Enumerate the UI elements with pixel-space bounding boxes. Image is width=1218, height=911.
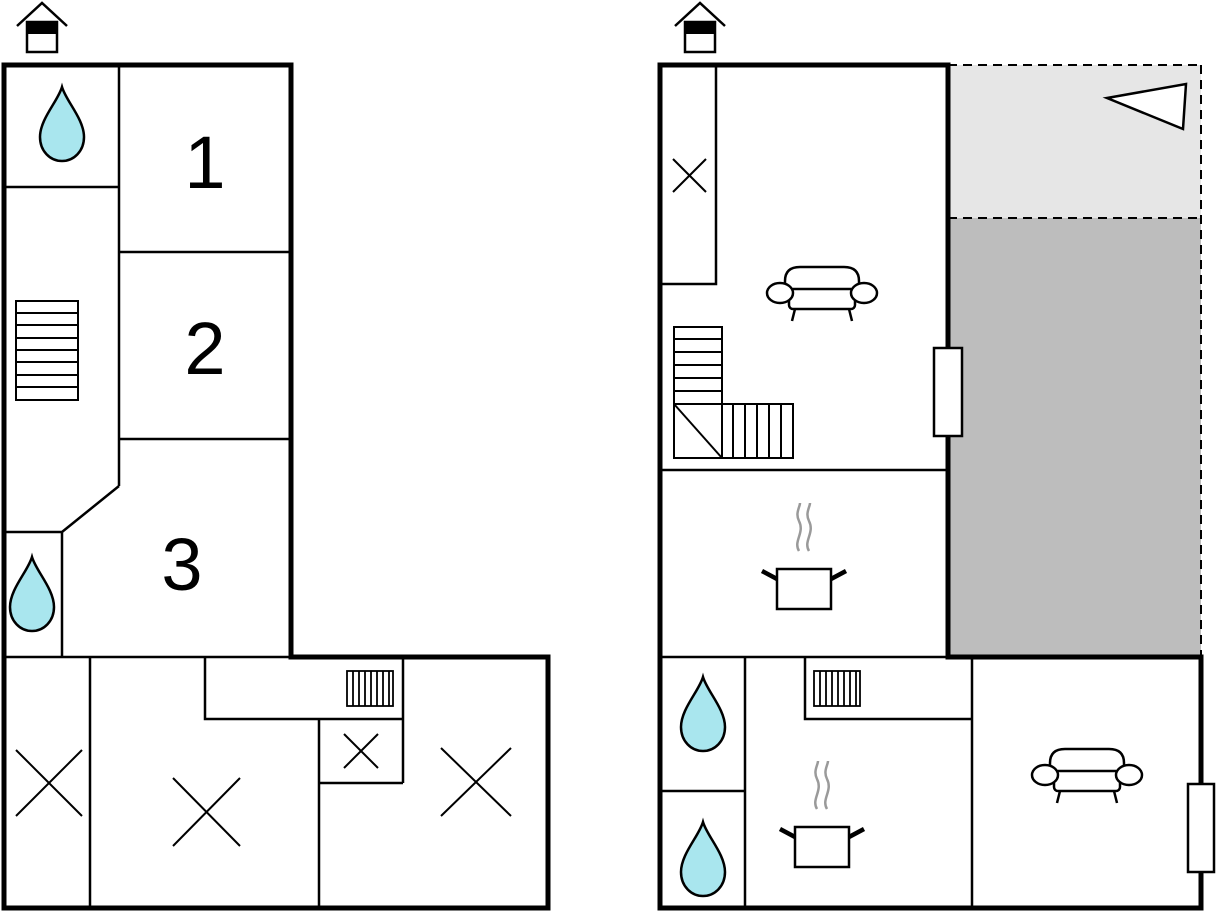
sofa-icon xyxy=(765,265,879,323)
outer-wall-left xyxy=(1,62,551,911)
water-drop-icon xyxy=(8,555,56,633)
cooking-pot-icon xyxy=(762,503,846,609)
stairs-icon xyxy=(15,300,79,401)
stairs-icon xyxy=(673,326,794,459)
right-floor-plan xyxy=(657,1,1216,911)
room-number: 2 xyxy=(184,307,225,390)
north-arrow-icon xyxy=(1102,82,1188,131)
window-icon xyxy=(932,346,964,438)
interior-walls-right xyxy=(660,65,974,908)
water-drop-icon xyxy=(38,85,86,163)
water-drop-icon xyxy=(679,675,727,753)
radiator-icon xyxy=(813,670,861,707)
room-number: 1 xyxy=(184,121,225,204)
sofa-icon xyxy=(1030,747,1144,805)
interior-walls-left xyxy=(4,65,405,908)
terrace-dashed-border xyxy=(948,64,1202,657)
room-number: 3 xyxy=(161,523,202,606)
entrance-icon-right xyxy=(673,1,727,54)
cross-mark-icon xyxy=(15,733,512,847)
window-icon xyxy=(1186,782,1216,874)
cross-mark-icon xyxy=(672,158,707,193)
water-drop-icon xyxy=(679,820,727,898)
entrance-icon-left xyxy=(15,1,69,54)
radiator-icon xyxy=(346,670,394,707)
left-floor-plan: 1 2 3 xyxy=(1,1,551,911)
cooking-pot-icon xyxy=(780,761,864,867)
terrace-open xyxy=(948,218,1201,657)
